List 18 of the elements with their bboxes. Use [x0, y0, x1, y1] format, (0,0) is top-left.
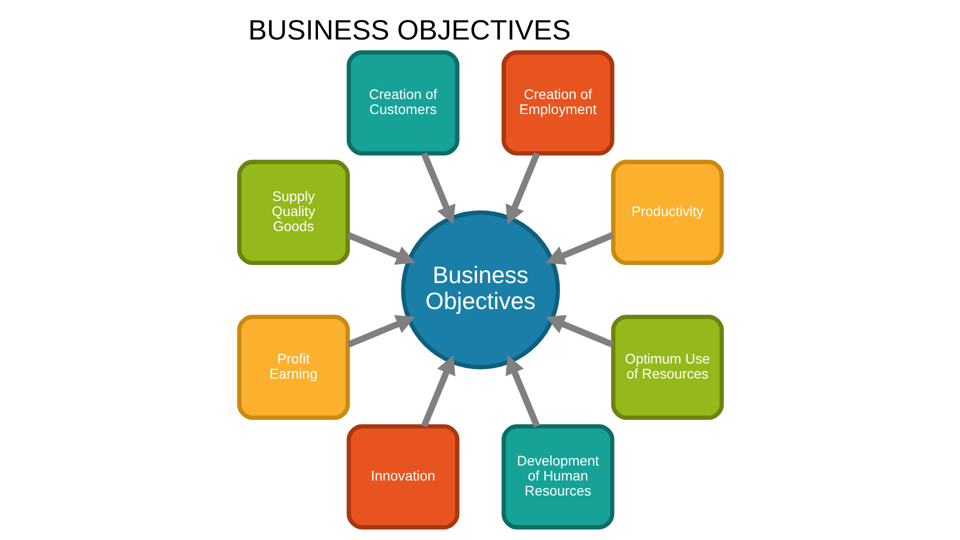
arrow	[505, 355, 540, 428]
arrow	[545, 315, 614, 348]
node-box: Productivity	[610, 160, 724, 266]
node-box: Innovation	[346, 424, 459, 530]
node-circle: Business Objectives	[400, 210, 560, 370]
arrow	[420, 152, 455, 225]
arrow	[545, 232, 614, 265]
node-box: Creation of Customers	[346, 50, 459, 156]
arrow	[346, 232, 415, 265]
arrow	[420, 355, 455, 428]
arrow	[346, 315, 415, 348]
diagram-title: BUSINESS OBJECTIVES	[248, 14, 570, 46]
node-box: Creation of Employment	[501, 50, 614, 156]
arrow	[505, 152, 540, 225]
node-box: Development of Human Resources	[501, 424, 614, 530]
node-box: Optimum Use of Resources	[610, 314, 724, 420]
node-box: Profit Earning	[236, 314, 350, 420]
node-box: Supply Quality Goods	[236, 160, 350, 266]
